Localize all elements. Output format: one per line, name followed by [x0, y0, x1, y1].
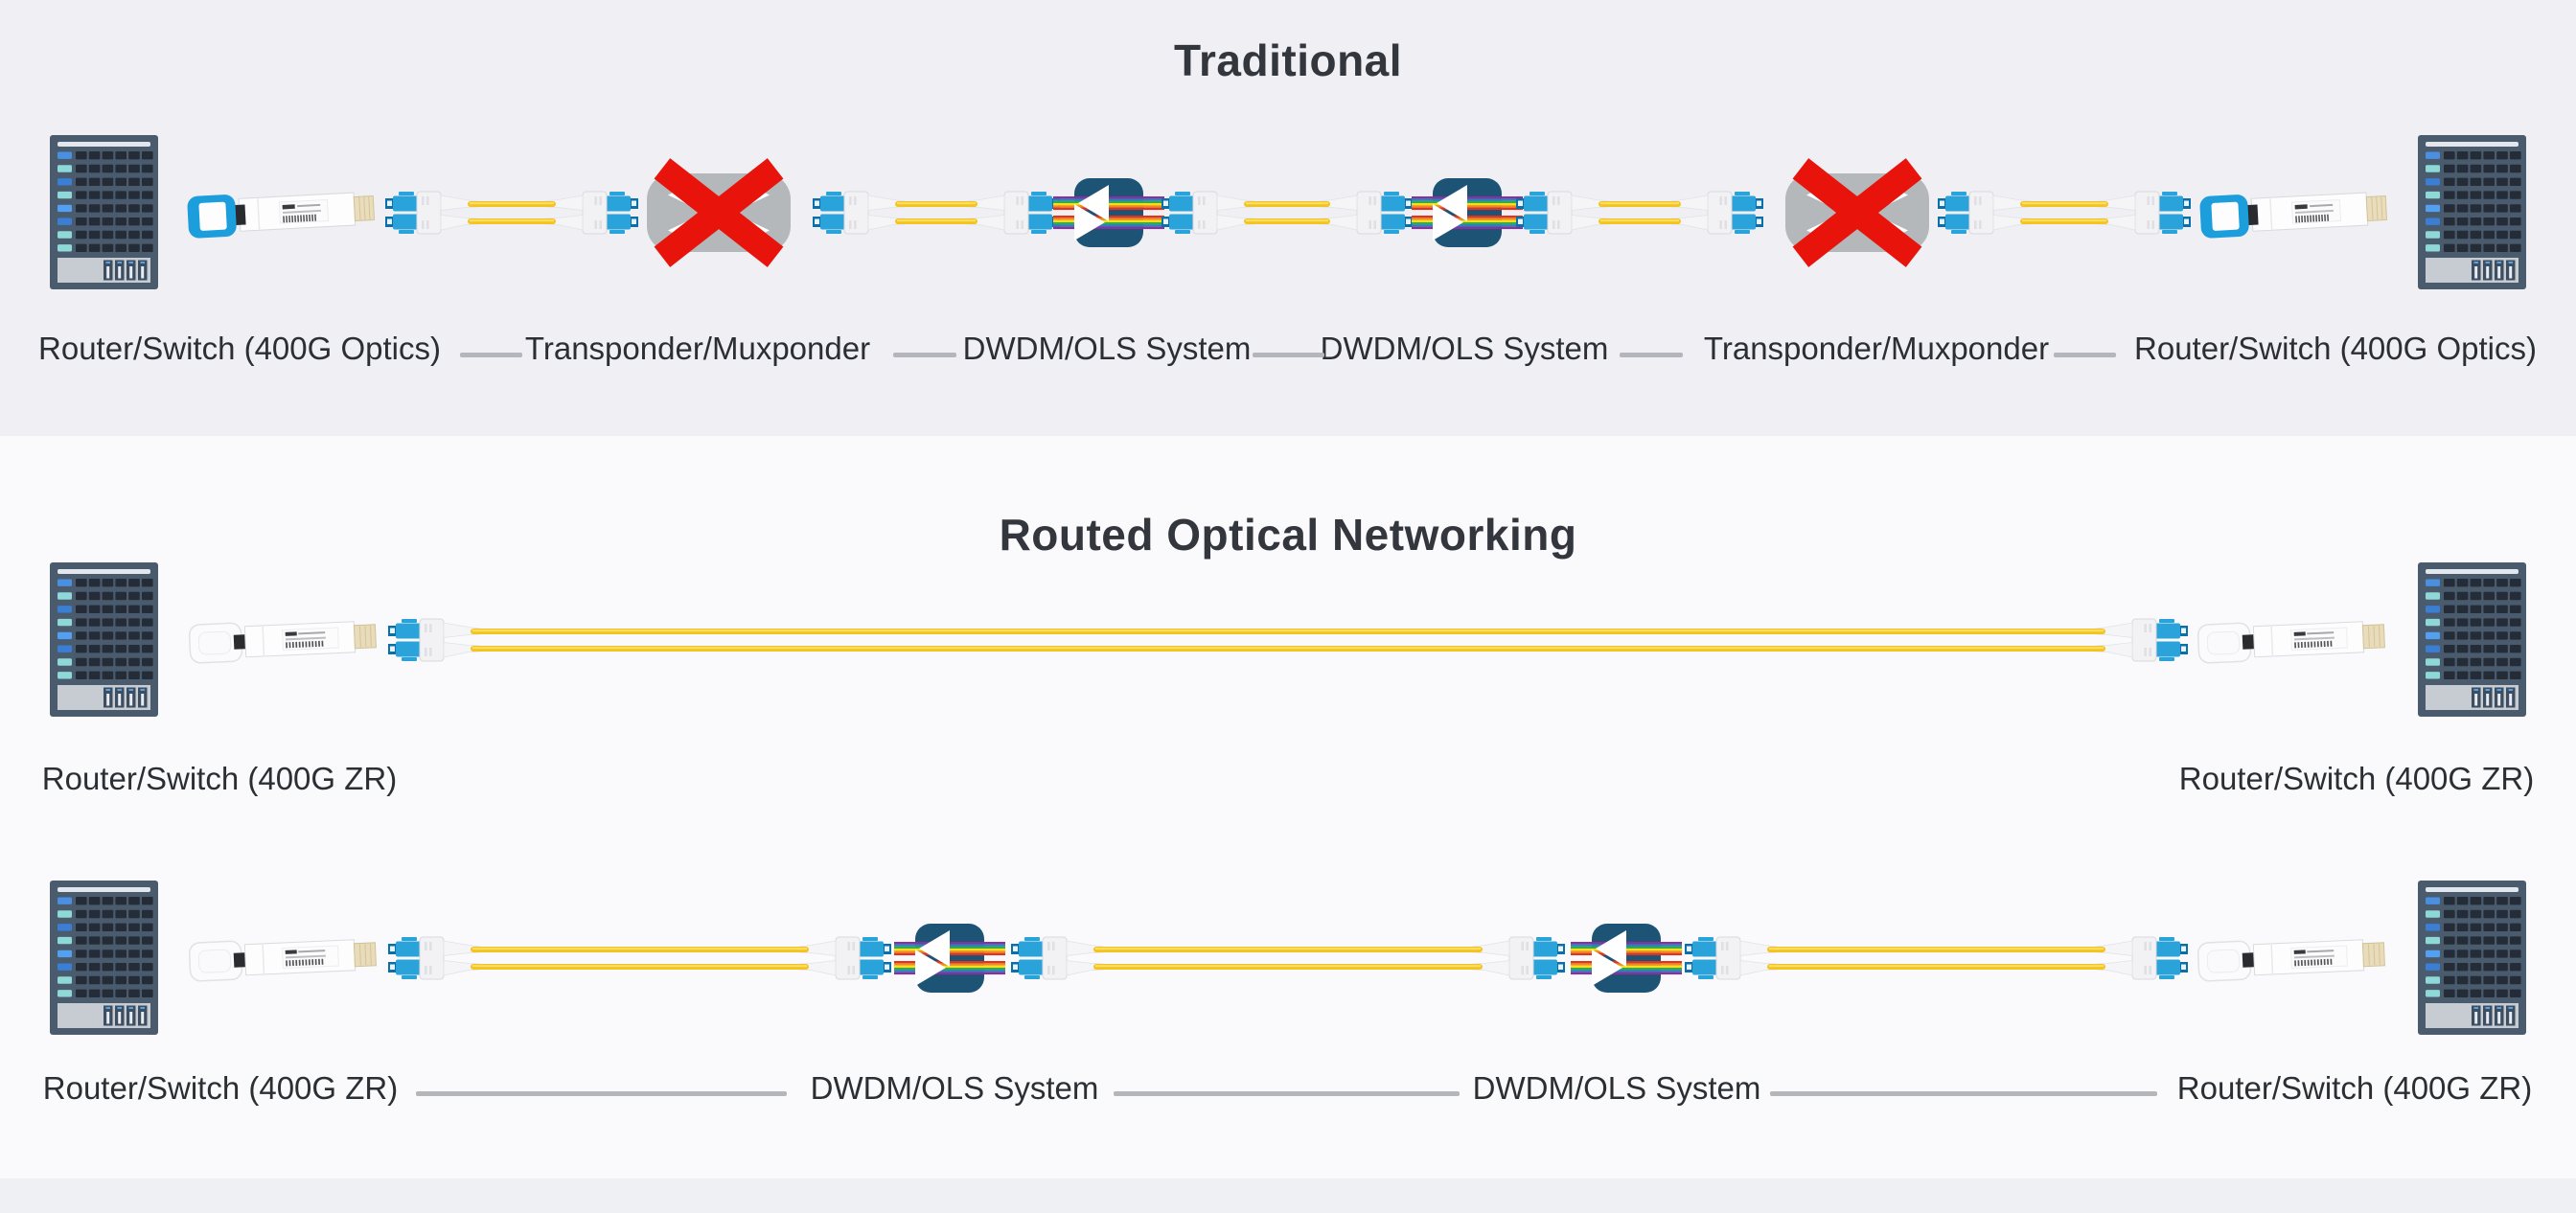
label-router-switch-400g-optics-left: Router/Switch (400G Optics) [38, 331, 441, 366]
lc-connector-icon [387, 936, 481, 980]
transponder-red-x-icon [647, 158, 791, 267]
traditional-diagram-art [0, 0, 2576, 436]
dwdm-mux-demux-icon [894, 924, 1005, 993]
label-dwdm-ols-system-row2-right: DWDM/OLS System [1472, 1070, 1761, 1106]
lc-connector-icon [1937, 191, 2031, 235]
label-connector-line [1253, 353, 1324, 357]
label-router-switch-400g-zr-row2-right: Router/Switch (400G ZR) [2176, 1070, 2533, 1106]
label-dwdm-ols-system-row2-left: DWDM/OLS System [810, 1070, 1099, 1106]
label-connector-line [460, 353, 522, 357]
routed-optical-diagram-art [0, 436, 2576, 1213]
lc-duplex-fiber-cable [1937, 191, 2192, 235]
lc-connector-icon [1472, 936, 1566, 980]
lc-connector-icon [545, 191, 639, 235]
label-router-switch-400g-zr-row1-left: Router/Switch (400G ZR) [41, 761, 398, 796]
label-connector-line [1620, 353, 1683, 357]
lc-duplex-fiber-cable [1161, 191, 1414, 235]
qsfp-transceiver-icon [2198, 186, 2388, 240]
router-switch-chassis-icon [50, 135, 158, 289]
section-title-traditional: Traditional [1173, 35, 1403, 85]
label-connector-line [416, 1091, 787, 1096]
qsfp-dd-zr-transceiver-icon [2196, 934, 2386, 983]
dwdm-mux-demux-icon [1571, 924, 1682, 993]
dwdm-mux-demux-icon [1412, 178, 1523, 247]
transponder-red-x-icon [1785, 158, 1929, 267]
lc-connector-icon [798, 936, 892, 980]
lc-connector-icon [2098, 191, 2192, 235]
lc-duplex-fiber-cable [387, 618, 2189, 662]
lc-connector-icon [967, 191, 1061, 235]
bottom-strip [0, 1179, 2576, 1213]
lc-connector-icon [387, 618, 481, 662]
label-connector-line [893, 353, 956, 357]
lc-connector-icon [2095, 936, 2189, 980]
label-dwdm-ols-system-left: DWDM/OLS System [962, 331, 1252, 366]
lc-duplex-fiber-cable [1515, 191, 1764, 235]
label-transponder-muxponder-right: Transponder/Muxponder [1703, 331, 2050, 366]
lc-connector-icon [1161, 191, 1254, 235]
lc-connector-icon [2095, 618, 2189, 662]
router-switch-chassis-icon [2418, 881, 2526, 1035]
label-connector-line [2054, 353, 2116, 357]
section-routed-optical-networking: Routed Optical Networking [0, 436, 2576, 1213]
lc-duplex-fiber-cable [384, 191, 639, 235]
qsfp-transceiver-icon [186, 186, 376, 240]
label-transponder-muxponder-left: Transponder/Muxponder [524, 331, 871, 366]
dwdm-mux-demux-icon [1053, 178, 1164, 247]
label-router-switch-400g-zr-row2-left: Router/Switch (400G ZR) [42, 1070, 399, 1106]
label-dwdm-ols-system-right: DWDM/OLS System [1320, 331, 1609, 366]
lc-duplex-fiber-cable [1010, 936, 1566, 980]
router-switch-chassis-icon [50, 881, 158, 1035]
lc-connector-icon [384, 191, 478, 235]
router-switch-chassis-icon [2418, 135, 2526, 289]
section-title-routed-optical-networking: Routed Optical Networking [999, 510, 1577, 560]
lc-duplex-fiber-cable [387, 936, 892, 980]
label-connector-line [1114, 1091, 1460, 1096]
router-switch-chassis-icon [50, 562, 158, 717]
section-traditional: Traditional [0, 0, 2576, 436]
qsfp-dd-zr-transceiver-icon [2196, 616, 2386, 665]
lc-connector-icon [1684, 936, 1778, 980]
lc-connector-icon [1010, 936, 1104, 980]
lc-duplex-fiber-cable [1684, 936, 2189, 980]
lc-connector-icon [1320, 191, 1414, 235]
qsfp-dd-zr-transceiver-icon [188, 934, 378, 983]
lc-duplex-fiber-cable [812, 191, 1061, 235]
lc-connector-icon [1670, 191, 1764, 235]
lc-connector-icon [812, 191, 906, 235]
label-connector-line [1770, 1091, 2157, 1096]
qsfp-dd-zr-transceiver-icon [188, 616, 378, 665]
label-router-switch-400g-zr-row1-right: Router/Switch (400G ZR) [2178, 761, 2535, 796]
router-switch-chassis-icon [2418, 562, 2526, 717]
lc-connector-icon [1515, 191, 1609, 235]
label-router-switch-400g-optics-right: Router/Switch (400G Optics) [2134, 331, 2537, 366]
